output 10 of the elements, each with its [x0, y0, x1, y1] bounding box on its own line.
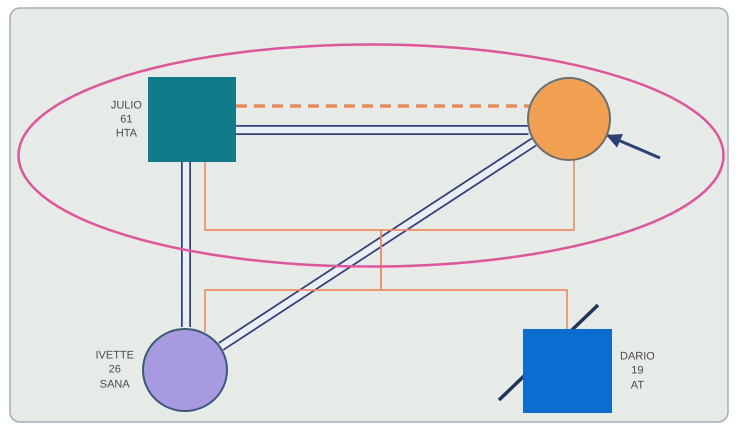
household-ellipse	[17, 43, 725, 268]
person-label: DARIO 19 AT	[620, 350, 655, 392]
double-line	[236, 125, 528, 135]
person-label: JULIO 61 HTA	[110, 98, 142, 141]
double-line	[218, 138, 537, 351]
dashed-line	[236, 104, 530, 108]
arrow	[606, 134, 661, 160]
person-label: IVETTE 26 SANA	[95, 348, 134, 392]
double-line	[181, 162, 191, 327]
connector-line	[380, 160, 575, 329]
